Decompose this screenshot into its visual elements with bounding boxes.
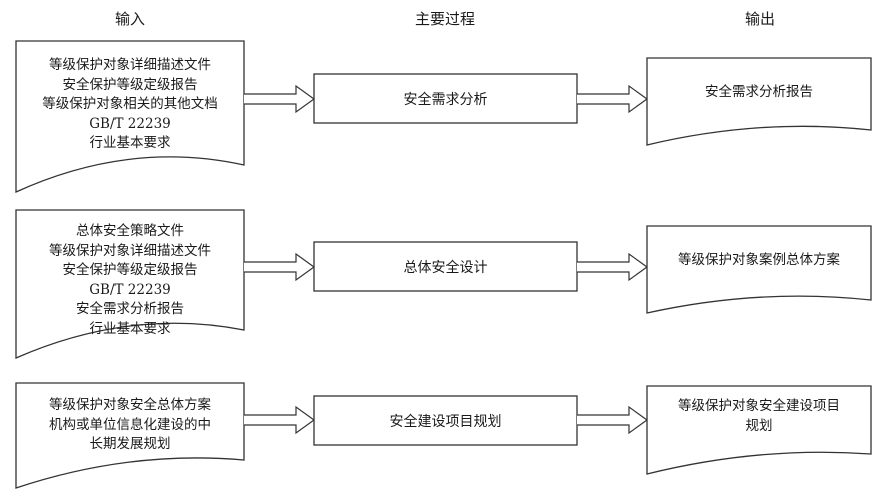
arrow-input-to-process-2 [244,252,316,282]
process-box-1 [313,73,578,124]
output-line: 等级保护对象安全建设项目 [678,398,840,414]
input-line: 等级保护对象详细描述文件 [49,242,211,259]
output-line: 等级保护对象案例总体方案 [678,252,840,268]
output-text-1: 安全需求分析报告 [647,83,871,103]
input-line: GB/T 22239 [89,115,171,132]
output-text-3: 等级保护对象安全建设项目 规划 [647,397,871,436]
process-label-3: 安全建设项目规划 [389,414,502,430]
output-line: 安全需求分析报告 [705,84,813,100]
input-line: 等级保护对象详细描述文件 [49,57,211,73]
input-line: 等级保护对象相关的其他文档 [42,96,218,112]
header-input: 输入 [114,10,145,28]
input-line: 长期发展规划 [89,436,171,452]
input-text-1: 等级保护对象详细描述文件 安全保护等级定级报告 等级保护对象相关的其他文档 GB… [16,56,244,154]
input-line: 安全需求分析报告 [76,301,184,317]
input-line: 行业基本要求 [89,320,171,337]
output-text-2: 等级保护对象案例总体方案 [647,251,871,271]
output-document-2 [646,225,872,314]
input-line: 行业基本要求 [89,135,171,151]
process-label-1: 安全需求分析 [403,92,488,108]
arrow-process-to-output-1 [577,84,649,114]
arrow-process-to-output-2 [577,252,649,282]
input-document-3 [15,382,245,489]
input-line: 机构或单位信息化建设的中 [49,416,211,433]
input-line: GB/T 22239 [89,281,171,298]
input-document-2 [15,209,245,359]
output-document-1 [646,57,872,146]
arrow-input-to-process-3 [244,405,316,435]
header-process: 主要过程 [414,10,475,28]
arrow-input-to-process-1 [244,84,316,114]
input-document-1 [15,40,245,194]
input-text-2: 总体安全策略文件 等级保护对象详细描述文件 安全保护等级定级报告 GB/T 22… [16,222,244,339]
input-line: 安全保护等级定级报告 [62,76,198,93]
arrow-process-to-output-3 [577,405,649,435]
output-line: 规划 [745,417,773,434]
process-label-2: 总体安全设计 [403,260,488,276]
header-output: 输出 [744,10,775,28]
input-line: 等级保护对象安全总体方案 [49,397,211,413]
process-box-3 [313,395,578,446]
input-line: 安全保护等级定级报告 [62,262,198,278]
output-document-3 [646,385,872,475]
input-line: 总体安全策略文件 [76,223,184,239]
input-text-3: 等级保护对象安全总体方案 机构或单位信息化建设的中 长期发展规划 [16,396,244,455]
